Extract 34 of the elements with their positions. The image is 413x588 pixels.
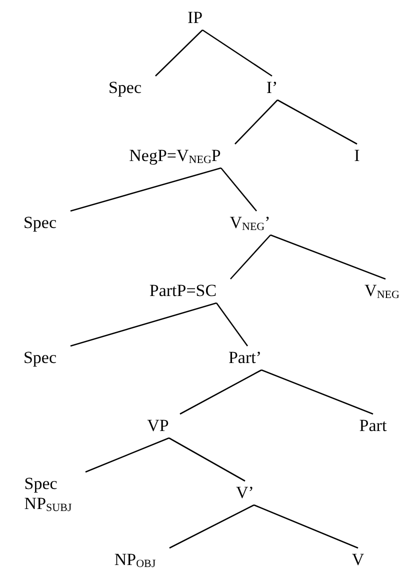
tree-branch <box>216 302 248 346</box>
tree-branch <box>277 99 358 145</box>
node-label: V <box>352 550 364 570</box>
node-label: IP <box>187 8 203 28</box>
node-label: Spec <box>23 213 57 233</box>
node-label: VP <box>147 416 169 436</box>
tree-branch <box>270 234 386 280</box>
node-label: V’ <box>236 483 254 503</box>
node-label: Part’ <box>228 348 262 368</box>
tree-branch <box>168 437 246 482</box>
tree-branch <box>234 100 278 144</box>
tree-branch <box>169 504 254 549</box>
tree-branch <box>254 504 358 549</box>
tree-branch <box>202 29 272 77</box>
node-label: NegP=V$_{NEG}$P <box>129 146 221 166</box>
tree-branch <box>70 167 222 212</box>
node-label: Spec <box>23 348 57 368</box>
tree-branch <box>155 30 203 76</box>
tree-branch <box>261 369 374 415</box>
node-label: Spec <box>24 474 58 494</box>
tree-branch <box>85 437 170 473</box>
node-label: Part <box>359 416 387 436</box>
node-label: Spec <box>108 78 142 98</box>
tree-branch <box>180 369 262 415</box>
tree-branch <box>230 234 271 280</box>
node-label: V$_{NEG}$ <box>364 281 400 301</box>
node-label: NP$_{SUBJ}$ <box>24 494 72 514</box>
node-label: PartP=SC <box>149 281 217 301</box>
tree-branch <box>220 168 257 212</box>
tree-branch <box>70 302 217 347</box>
node-label: I <box>354 146 360 166</box>
node-label: V$_{NEG}$’ <box>230 213 270 233</box>
node-label: NP$_{OBJ}$ <box>114 550 156 570</box>
node-label: I’ <box>266 78 278 98</box>
